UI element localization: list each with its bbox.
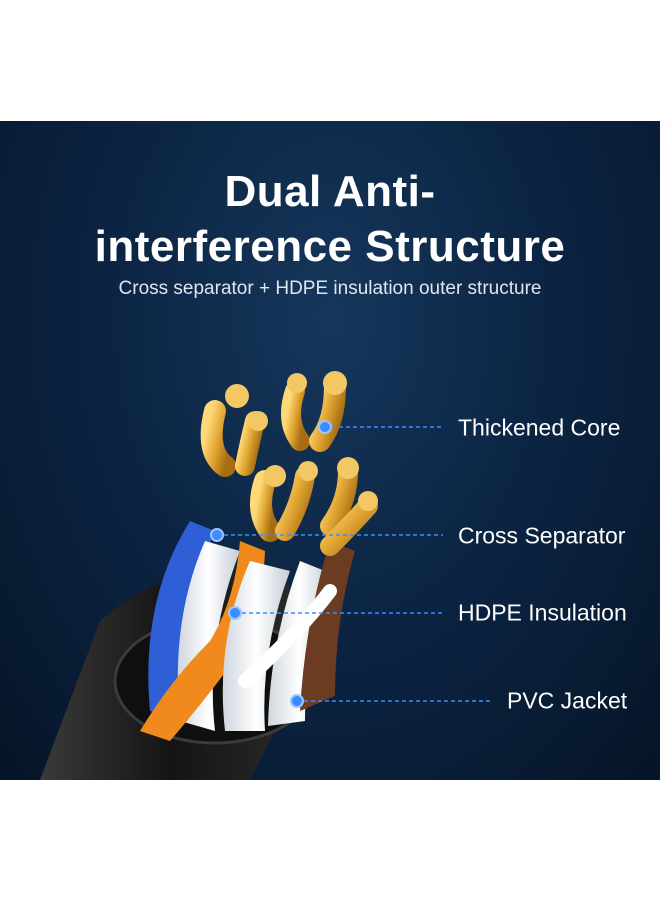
subheadline: Cross separator + HDPE insulation outer … bbox=[118, 278, 542, 299]
callout-leaders bbox=[210, 420, 493, 708]
callout-cross-separator: Cross Separator bbox=[458, 522, 626, 549]
copper-cores bbox=[200, 371, 378, 556]
product-banner: Dual Anti- interference Structure Cross … bbox=[0, 121, 660, 780]
callout-dot bbox=[318, 420, 332, 434]
callout-hdpe-insulation: HDPE Insulation bbox=[458, 599, 627, 626]
twisted-pairs bbox=[140, 521, 355, 741]
callout-dot bbox=[290, 694, 304, 708]
headline-line-1: Dual Anti- bbox=[224, 167, 436, 216]
callout-dot bbox=[210, 528, 224, 542]
callout-pvc-jacket: PVC Jacket bbox=[507, 687, 628, 714]
cable-cross-section-illustration bbox=[40, 371, 493, 780]
callout-thickened-core: Thickened Core bbox=[458, 414, 621, 441]
headline-line-2: interference Structure bbox=[94, 222, 566, 271]
callout-dot bbox=[228, 606, 242, 620]
